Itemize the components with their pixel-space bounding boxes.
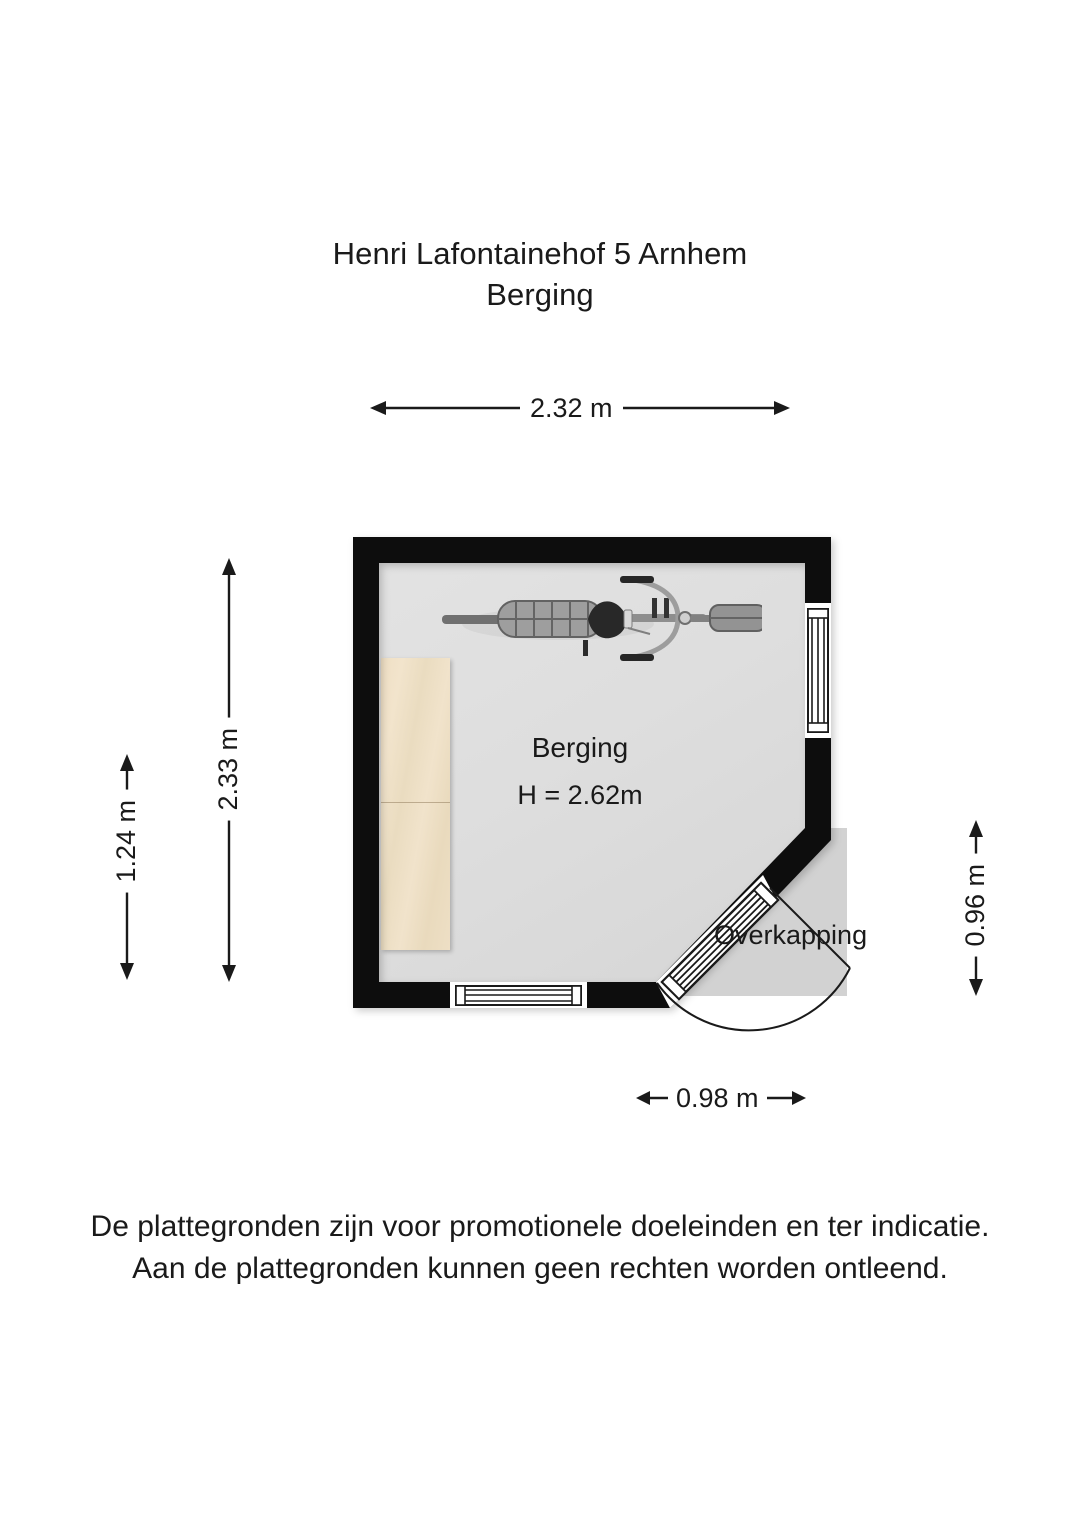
cabinet-shelf-divider xyxy=(381,802,450,803)
room-label-group: Berging H = 2.62m xyxy=(430,730,730,812)
page-subtitle: Berging xyxy=(486,277,594,312)
disclaimer-line-2: Aan de plattegronden kunnen geen rechten… xyxy=(132,1252,948,1285)
disclaimer-line-1: De plattegronden zijn voor promotionele … xyxy=(90,1210,990,1243)
plan-title-block: Henri Lafontainehof 5 Arnhem Berging xyxy=(0,234,1080,315)
disclaimer-block: De plattegronden zijn voor promotionele … xyxy=(0,1206,1080,1290)
page-title: Henri Lafontainehof 5 Arnhem xyxy=(332,236,748,271)
dimension-bottom-label: 0.98 m xyxy=(668,1083,767,1113)
corner-door xyxy=(656,875,851,1032)
bicycle-icon xyxy=(442,576,762,661)
room-floor xyxy=(353,537,805,989)
overkapping-label: Overkapping xyxy=(714,920,868,950)
room-name-label: Berging xyxy=(531,732,629,763)
dimension-left-outer-label: 2.33 m xyxy=(213,718,243,821)
cabinet xyxy=(381,658,450,950)
dimension-right-label: 0.96 m xyxy=(960,854,990,957)
window-bottom xyxy=(450,982,587,1008)
room-height-label: H = 2.62m xyxy=(517,780,643,810)
dimension-left-inner-label: 1.24 m xyxy=(111,790,141,893)
window-right xyxy=(805,603,831,738)
dimension-top-label: 2.32 m xyxy=(520,393,623,423)
walls-and-openings xyxy=(353,537,851,1032)
